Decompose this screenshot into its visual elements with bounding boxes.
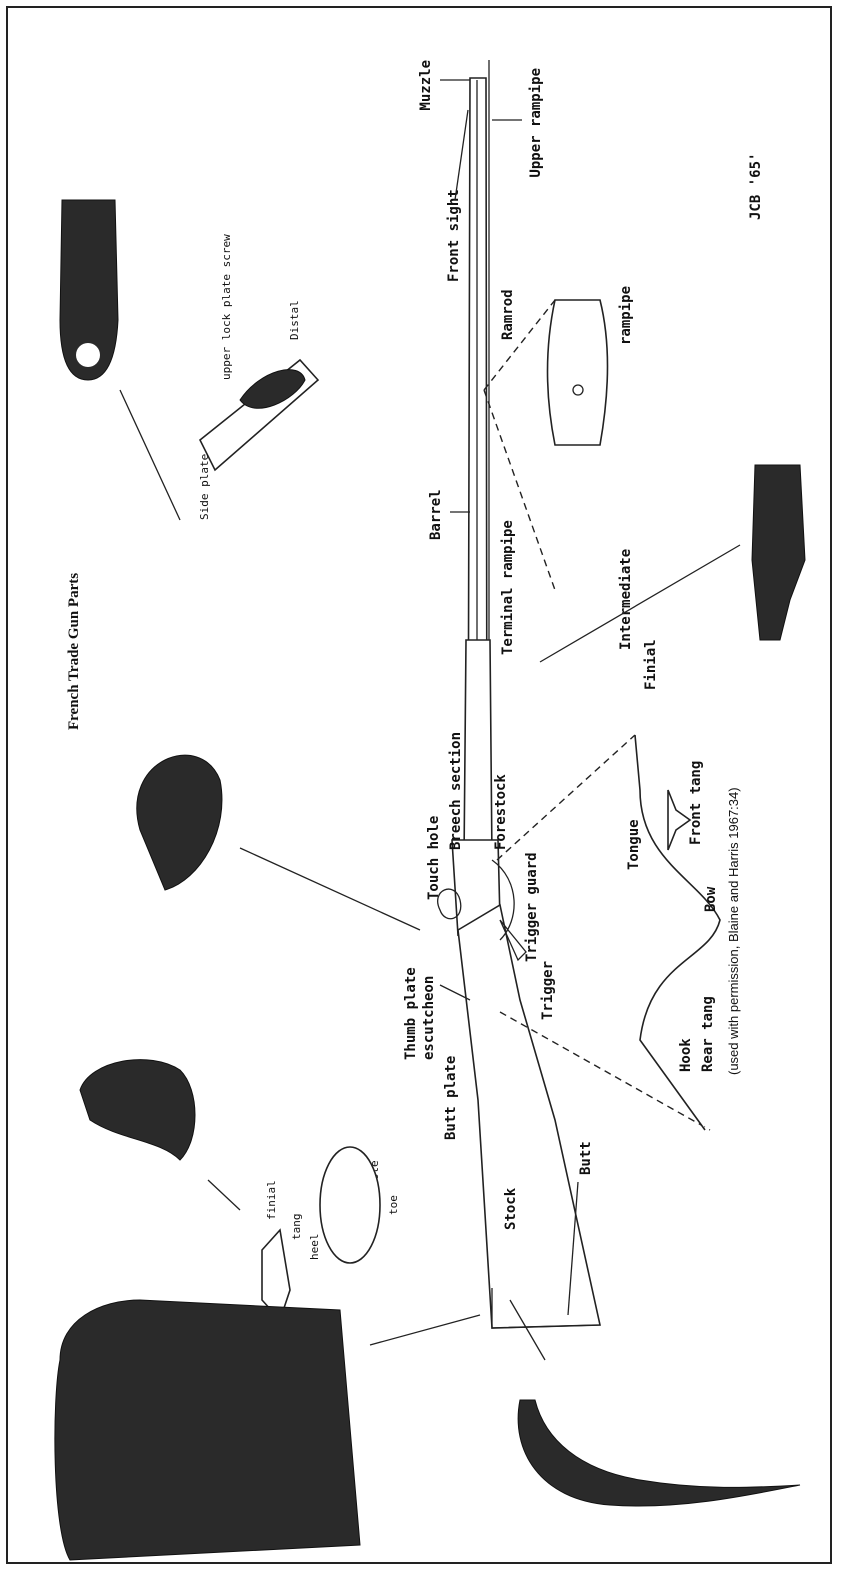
toe-label: toe bbox=[387, 1195, 400, 1215]
trigger-guard-drawing bbox=[634, 734, 721, 1131]
figure-title: French Trade Gun Parts bbox=[66, 573, 82, 730]
finial-drawing bbox=[261, 1228, 291, 1322]
front-tang-drawing bbox=[667, 789, 692, 851]
thumb-plate-leader bbox=[439, 984, 471, 1001]
muzzle-label: Muzzle bbox=[418, 60, 434, 111]
tongue-label: Tongue bbox=[626, 819, 642, 870]
rear-tang-label: Rear tang bbox=[700, 996, 716, 1072]
trigger-guard-zoom-lines bbox=[496, 734, 711, 1131]
distal-label: Distal bbox=[288, 300, 301, 340]
finial-artifact-icon bbox=[79, 1059, 196, 1161]
ramrod-label: Ramrod bbox=[500, 289, 516, 340]
side-plate-lock-shape bbox=[239, 369, 306, 409]
rampipe-artifact-leader bbox=[539, 544, 741, 663]
upper-rampipe-label: Upper rampipe bbox=[528, 68, 544, 178]
butt-plate-artifact-leader bbox=[369, 1314, 481, 1346]
rampipe-pin bbox=[572, 384, 584, 396]
trigger-guard-detail: Finial Tongue Bow Front tang Hook Rear t… bbox=[496, 639, 721, 1131]
butt-plate-artifact-icon bbox=[54, 1299, 361, 1561]
thumbplate-leader bbox=[239, 847, 421, 931]
rampipe-zoom-lines bbox=[483, 299, 556, 591]
heel-label: heel bbox=[308, 1234, 321, 1261]
side-plate-hole bbox=[76, 343, 100, 367]
gun-labels: Muzzle Upper rampipe Front sight Ramrod … bbox=[403, 60, 594, 1316]
forestock-label: Forestock bbox=[493, 774, 509, 850]
forestock-shape bbox=[463, 639, 493, 861]
figure-caption: (used with permission, Blaine and Harris… bbox=[726, 787, 741, 1075]
front-sight-label: Front sight bbox=[446, 189, 462, 282]
butt-plate-line bbox=[491, 1288, 601, 1329]
stock-shape bbox=[457, 903, 601, 1329]
trigger-shape bbox=[499, 919, 527, 962]
escutcheon-label: escutcheon bbox=[421, 976, 437, 1060]
hook-label: Hook bbox=[678, 1038, 694, 1072]
side-plate-label: Side plate bbox=[198, 454, 211, 520]
side-plate-artifact-icon bbox=[59, 199, 119, 381]
intermediate-label: Intermediate bbox=[618, 549, 634, 650]
rampipe-label: rampipe bbox=[618, 286, 634, 345]
thumbplate-artifact-icon bbox=[136, 754, 223, 891]
stock-label: Stock bbox=[503, 1187, 519, 1230]
butt-label: Butt bbox=[578, 1141, 594, 1175]
butt-plate-drawing bbox=[319, 1146, 381, 1264]
finial-leader bbox=[207, 1179, 241, 1211]
finial-guard-label: Finial bbox=[643, 639, 659, 690]
touch-hole-label: Touch hole bbox=[426, 816, 442, 900]
artifacts: finial tang heel screwhole toe bbox=[54, 199, 806, 1561]
rampipe-detail: Intermediate rampipe bbox=[483, 286, 634, 650]
hook-artifact-leader bbox=[509, 1299, 546, 1361]
butt-leader bbox=[567, 1181, 579, 1316]
cock-shape bbox=[437, 888, 462, 920]
finial-small-label: finial bbox=[265, 1180, 278, 1220]
tang-label: tang bbox=[290, 1214, 303, 1241]
front-sight-leader bbox=[454, 109, 469, 201]
terminal-rampipe-label: Terminal rampipe bbox=[500, 520, 516, 655]
side-plate-detail: Side plate upper lock plate screw Distal bbox=[119, 234, 320, 521]
trigger-label: Trigger bbox=[540, 961, 556, 1020]
upper-lock-plate-screw-label: upper lock plate screw bbox=[220, 234, 233, 380]
trigger-guard-label: Trigger guard bbox=[524, 852, 540, 962]
rampipe-drawing bbox=[546, 299, 609, 446]
rampipe-artifact-icon bbox=[751, 464, 806, 641]
breech-section-label: Breech section bbox=[448, 732, 464, 850]
gun-drawing bbox=[437, 60, 601, 1329]
buttstock-hook-artifact-icon bbox=[517, 1399, 801, 1507]
thumb-plate-label: Thumb plate bbox=[403, 967, 419, 1060]
signature: JCB '65' bbox=[748, 153, 764, 220]
butt-plate-label: Butt plate bbox=[443, 1056, 459, 1140]
front-tang-label: Front tang bbox=[688, 761, 704, 845]
bow-label: Bow bbox=[703, 886, 719, 912]
barrel-label: Barrel bbox=[428, 489, 444, 540]
side-plate-artifact-leader bbox=[119, 389, 181, 521]
